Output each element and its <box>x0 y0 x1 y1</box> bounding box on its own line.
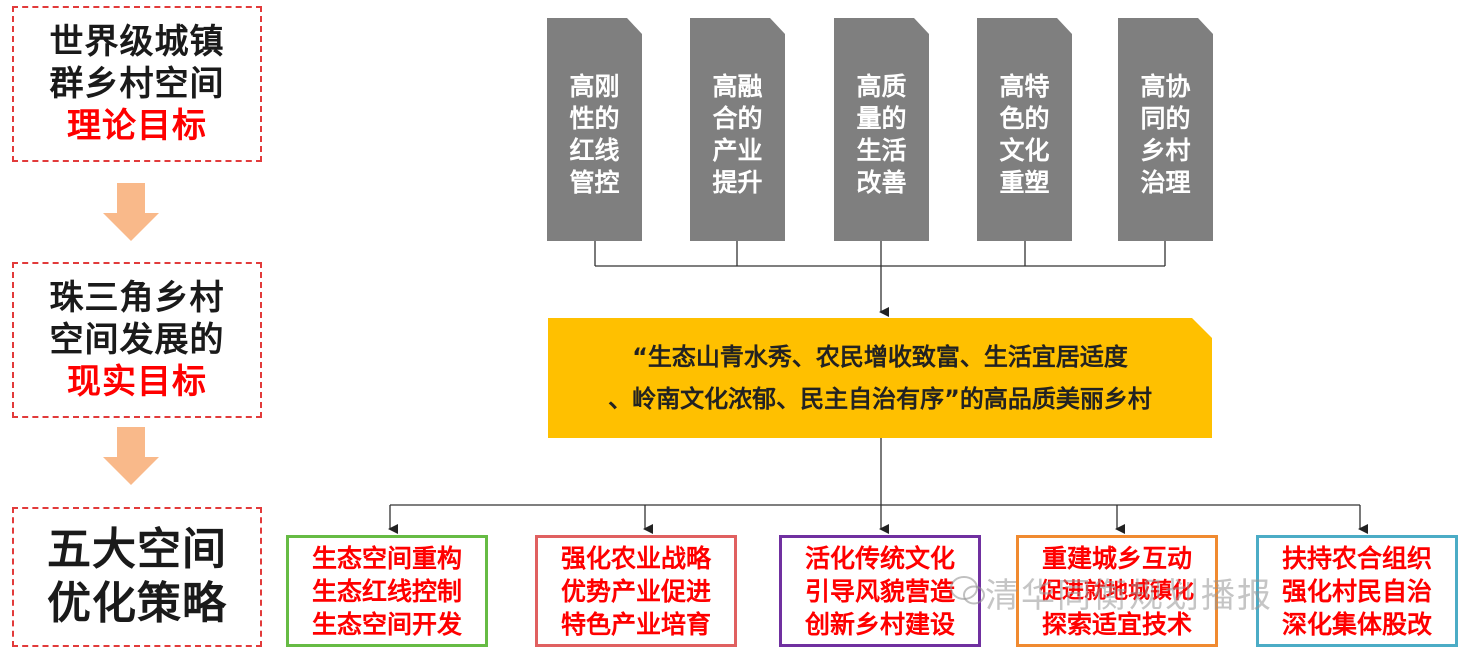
goal-card-redline: 高刚性的红线管控 <box>547 18 642 241</box>
strategy-box-urban-rural: 重建城乡互动 促进就地城镇化 探索适宜技术 <box>1016 535 1218 647</box>
strategy-item: 深化集体股改 <box>1281 609 1432 639</box>
strategy-box-ecology: 生态空间重构 生态红线控制 生态空间开发 <box>286 535 488 647</box>
watermark-text: 清华同衡规划播报 <box>985 576 1273 616</box>
strategy-item: 促进就地城镇化 <box>1039 578 1194 604</box>
reality-line1: 珠三角乡村 <box>49 278 225 318</box>
strategy-item: 强化村民自治 <box>1281 576 1432 606</box>
strategy-item: 创新乡村建设 <box>804 609 955 639</box>
strategy-item: 扶持农合组织 <box>1281 543 1432 573</box>
strategy-item: 探索适宜技术 <box>1041 609 1192 639</box>
strategy-item: 引导风貌营造 <box>804 576 955 606</box>
strategy-line2: 优化策略 <box>47 578 227 629</box>
banner-line1: “生态山青水秀、农民增收致富、生活宜居适度 <box>632 343 1128 371</box>
theory-line1: 世界级城镇 <box>49 22 225 62</box>
theory-line2: 群乡村空间 <box>49 64 225 104</box>
down-arrow-icon <box>103 183 159 241</box>
wechat-icon <box>950 576 985 605</box>
target-banner: “生态山青水秀、农民增收致富、生活宜居适度 、岭南文化浓郁、民主自治有序”的高品… <box>548 318 1212 438</box>
strategy-item: 优势产业促进 <box>560 576 711 606</box>
reality-goal-box: 珠三角乡村 空间发展的 现实目标 <box>12 262 262 418</box>
strategy-item: 特色产业培育 <box>560 609 711 639</box>
strategy-item: 生态空间重构 <box>311 543 462 573</box>
banner-line2: 、岭南文化浓郁、民主自治有序”的高品质美丽乡村 <box>608 385 1152 413</box>
theory-emph: 理论目标 <box>67 106 207 146</box>
goal-text: 高协同的乡村治理 <box>1140 72 1191 197</box>
strategy-item: 生态空间开发 <box>311 609 462 639</box>
goal-card-industry: 高融合的产业提升 <box>690 18 785 241</box>
theory-goal-box: 世界级城镇 群乡村空间 理论目标 <box>12 6 262 162</box>
strategy-item: 活化传统文化 <box>804 543 955 573</box>
strategy-line1: 五大空间 <box>47 524 227 575</box>
strategy-item: 重建城乡互动 <box>1041 543 1192 573</box>
reality-line2: 空间发展的 <box>49 320 225 360</box>
strategy-box-agriculture: 强化农业战略 优势产业促进 特色产业培育 <box>535 535 737 647</box>
goal-card-culture: 高特色的文化重塑 <box>977 18 1072 241</box>
goal-text: 高刚性的红线管控 <box>569 72 620 197</box>
goal-card-living: 高质量的生活改善 <box>834 18 929 241</box>
strategy-box-culture: 活化传统文化 引导风貌营造 创新乡村建设 <box>779 535 981 647</box>
goal-text: 高特色的文化重塑 <box>999 72 1050 197</box>
goal-text: 高融合的产业提升 <box>712 72 763 197</box>
goal-card-governance: 高协同的乡村治理 <box>1118 18 1213 241</box>
goal-text: 高质量的生活改善 <box>856 72 907 197</box>
strategy-title-box: 五大空间 优化策略 <box>12 507 262 647</box>
reality-emph: 现实目标 <box>67 362 207 402</box>
strategy-item: 强化农业战略 <box>560 543 711 573</box>
strategy-box-governance: 扶持农合组织 强化村民自治 深化集体股改 <box>1256 535 1458 647</box>
strategy-item: 生态红线控制 <box>311 576 462 606</box>
down-arrow-icon <box>103 427 159 485</box>
